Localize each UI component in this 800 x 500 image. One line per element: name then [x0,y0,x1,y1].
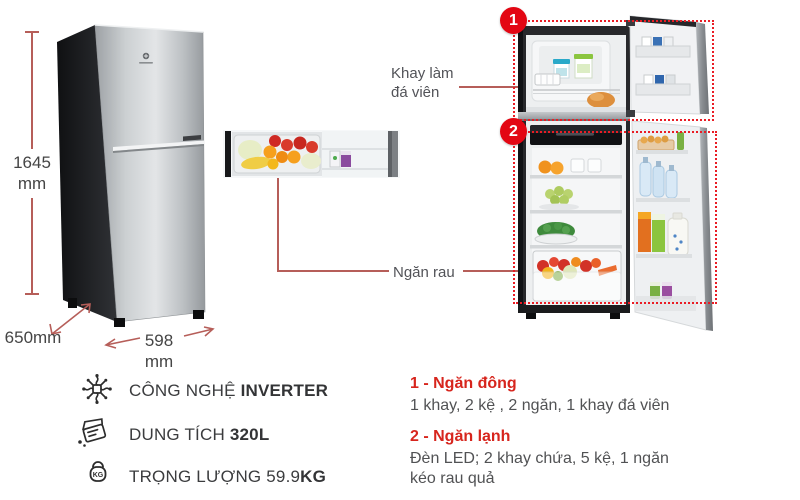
fridge-foot-back [68,298,77,308]
cabinet-base [518,305,630,313]
eggs-tray [636,132,688,154]
water-bottles [636,157,690,202]
freezer-compartment [526,35,626,112]
weight-icon-kg-text: KG [93,472,104,479]
closed-fridge-illustration [57,24,206,327]
open-fridge-illustration [518,15,713,331]
freezer-outline-box [513,20,714,121]
spec-label: CÔNG NGHỆ [129,381,241,400]
crop-left-frame [225,131,231,177]
spec-row-capacity: DUNG TÍCH 320L [129,425,269,445]
milk-jug [667,212,689,257]
door-handle [183,135,201,141]
height-dimension-label: 1645 mm [4,152,60,194]
fridge-foot-right [193,310,204,319]
width-arrow-right [183,326,215,337]
bread-loaf [587,92,615,108]
feature-1-description: 1 khay, 2 kệ , 2 ngăn, 1 khay đá viên [410,397,670,414]
produce [238,135,321,170]
fridge-top-edge [94,24,204,33]
freezer-door-bin-1 [635,36,691,58]
width-arrow-left [104,337,141,349]
door-interior-photo [322,131,388,177]
height-dimension-cap-bottom [25,293,39,295]
width-unit: mm [144,352,174,371]
spec-row-weight: TRỌNG LƯỢNG 59.9KG [129,467,326,487]
depth-dimension-arrow [49,303,91,335]
shelf-2 [530,210,622,214]
electrolux-logo-icon [139,52,153,64]
door-cans [650,282,672,299]
width-value: 598 [144,331,174,350]
ice-tray-label: Khay làm đá viên [391,64,471,102]
crisper-photo [232,132,322,176]
capacity-icon [78,418,107,447]
oranges [538,160,564,175]
door-divider [113,140,204,151]
cups [570,158,602,173]
spec-label: TRỌNG LƯỢNG 59.9 [129,467,301,486]
open-fridge-foot-right [610,313,620,319]
callout-1-badge: 1 [500,7,527,34]
door-hinge-top [626,20,635,26]
inverter-icon [82,374,112,404]
open-fridge-foot-left [526,313,536,319]
callout-2-badge: 2 [500,118,527,145]
height-dimension-line-top [31,32,33,149]
spec-value: KG [300,467,327,486]
fridge-side-panel [57,25,117,322]
veg-drawer-connector-left [277,270,389,272]
fridge-outline-box [513,131,717,304]
feature-2-title: 2 - Ngăn lạnh [410,428,511,445]
juice-box-purple [341,151,351,167]
ice-tray-connector [459,86,541,88]
shelf-1 [530,175,622,179]
crop-right-frame [388,131,398,177]
interior-crop-image [223,130,400,178]
height-dimension-line-bottom [31,198,33,294]
shelf-3 [530,245,622,249]
fridge-foot-left [114,318,125,327]
spec-value: INVERTER [240,381,329,400]
height-value: 1645 [13,153,51,172]
feature-2-description: Đèn LED; 2 khay chứa, 5 kệ, 1 ngăn kéo r… [410,450,669,487]
freezer-door-bin-2 [635,74,691,96]
weight-icon: KG [89,461,107,482]
ice-tray-label-line1: Khay làm [391,65,454,82]
ice-cream-tubs [553,54,593,79]
grapes [539,186,579,211]
juice-cartons [638,212,665,252]
ice-cube-tray [534,73,561,86]
height-unit: mm [17,174,47,193]
spec-value: 320L [229,425,270,444]
spec-label: DUNG TÍCH [129,425,230,444]
depth-dimension-label: 650mm [4,328,62,347]
veg-drawer-label: Ngăn rau [393,264,455,281]
fridge-compartment [526,121,626,305]
door-divider-shadow [113,144,204,153]
door-hinge-middle [626,110,635,117]
greens-bowl [534,222,578,245]
feature-1-title: 1 - Ngăn đông [410,375,517,392]
compartment-divider [518,112,630,121]
ice-tray-label-line2: đá viên [391,84,440,101]
width-dimension-label: 598 mm [136,330,182,372]
spec-row-technology: CÔNG NGHỆ INVERTER [129,381,328,401]
crisper-drawer [532,250,622,302]
veg-drawer-connector-vertical [277,178,279,272]
